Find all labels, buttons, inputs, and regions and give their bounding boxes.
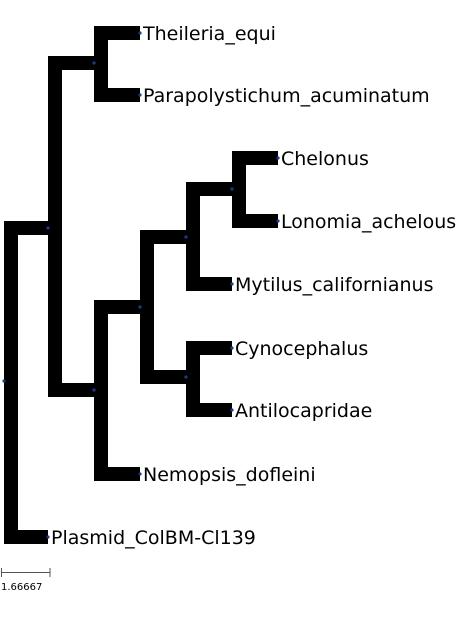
tree-nodes xyxy=(2,31,280,539)
leaf-labels: Theileria_equi Parapolystichum_acuminatu… xyxy=(51,23,456,549)
branch-chelonus xyxy=(232,151,278,165)
leaf-tip-mytilus xyxy=(230,282,234,286)
leaf-label-chelonus: Chelonus xyxy=(281,148,369,170)
branch-nemopsis xyxy=(94,467,140,481)
node-clade-f xyxy=(184,375,188,379)
leaf-label-parapolystichum: Parapolystichum_acuminatum xyxy=(143,85,430,107)
branch-upper-to-inner-clade xyxy=(48,383,94,397)
branch-clade-f-vertical xyxy=(186,341,200,417)
leaf-label-antilocapridae: Antilocapridae xyxy=(235,400,372,422)
tree-branches xyxy=(4,26,278,544)
node-clade-a xyxy=(92,61,96,65)
leaf-tip-plasmid xyxy=(46,535,50,539)
scale-bar-label: 1.66667 xyxy=(1,582,42,593)
branch-upper-to-theileria-clade xyxy=(48,56,94,70)
leaf-tip-cynocephalus xyxy=(230,346,234,350)
branch-clade-c-to-clade-d xyxy=(140,230,186,244)
leaf-label-theileria: Theileria_equi xyxy=(142,23,276,45)
leaf-label-mytilus: Mytilus_californianus xyxy=(235,274,433,296)
branch-root-vertical xyxy=(4,221,18,544)
branch-mytilus xyxy=(186,277,232,291)
leaf-tip-theileria xyxy=(138,31,142,35)
leaf-label-cynocephalus: Cynocephalus xyxy=(235,338,368,360)
branch-upper-vertical xyxy=(48,56,62,397)
branch-cynocephalus xyxy=(186,341,232,355)
branch-clade-a-vertical xyxy=(94,26,108,102)
scale-bar: 1.66667 xyxy=(1,568,51,593)
branch-clade-c-vertical xyxy=(140,230,154,384)
branch-clade-e-vertical xyxy=(232,151,246,228)
branch-root-to-upper xyxy=(4,221,48,235)
branch-clade-c-to-clade-f xyxy=(140,370,186,384)
branch-clade-b-to-clade-c xyxy=(94,300,140,314)
leaf-tip-chelonus xyxy=(276,156,280,160)
branch-theileria xyxy=(94,26,140,40)
node-clade-c xyxy=(138,305,142,309)
node-upper xyxy=(46,226,50,230)
leaf-label-plasmid: Plasmid_ColBM-Cl139 xyxy=(51,527,256,549)
node-clade-b xyxy=(92,388,96,392)
branch-clade-b-vertical xyxy=(94,300,108,481)
node-root xyxy=(2,379,6,383)
node-clade-e xyxy=(230,187,234,191)
leaf-tip-lonomia xyxy=(276,219,280,223)
leaf-tip-parapolystichum xyxy=(138,93,142,97)
branch-lonomia xyxy=(232,214,278,228)
leaf-label-nemopsis: Nemopsis_dofleini xyxy=(143,464,316,486)
branch-clade-d-to-clade-e xyxy=(186,182,232,196)
leaf-label-lonomia: Lonomia_achelous xyxy=(281,211,456,233)
leaf-tip-antilocapridae xyxy=(230,408,234,412)
branch-parapolystichum xyxy=(94,88,140,102)
node-clade-d xyxy=(184,235,188,239)
branch-antilocapridae xyxy=(186,403,232,417)
leaf-tip-nemopsis xyxy=(138,472,142,476)
branch-root-to-plasmid xyxy=(4,530,48,544)
branch-clade-d-vertical xyxy=(186,182,200,291)
